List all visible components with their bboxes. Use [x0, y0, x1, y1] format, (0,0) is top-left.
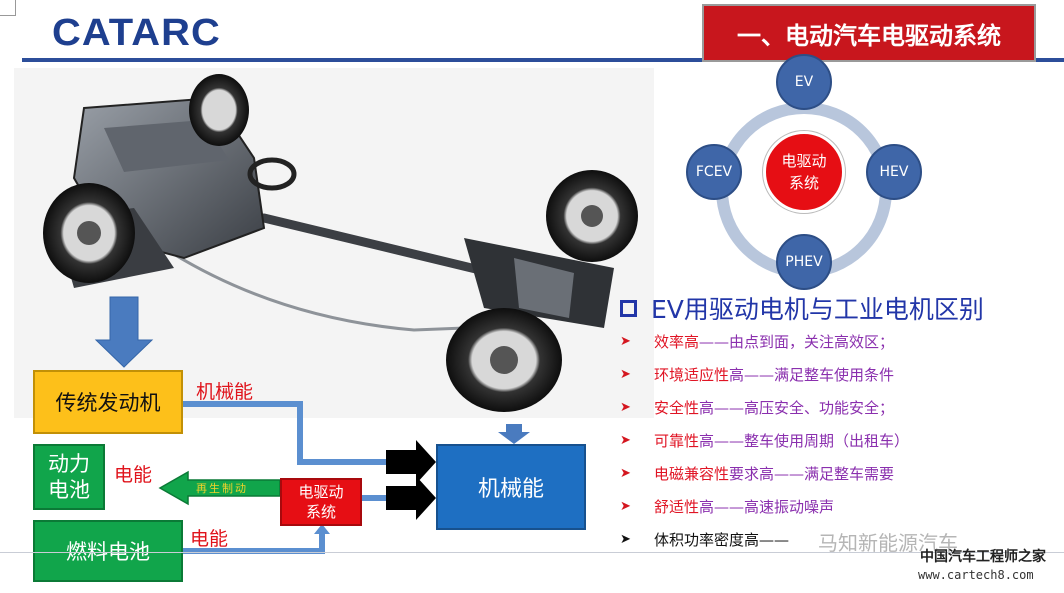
watermark-logo: 中国汽车工程师之家	[920, 549, 1046, 565]
list-item: ➤电磁兼容性要求高——满足整车需要	[620, 465, 895, 483]
black-arrow-lower	[386, 476, 436, 520]
arrow-bullet-icon: ➤	[620, 499, 631, 514]
list-item: ➤效率高——由点到面，关注高效区；	[620, 333, 895, 351]
slide-title: 一、电动汽车电驱动系统	[704, 6, 1034, 60]
engine-box: 传统发动机	[33, 370, 183, 434]
arrow-bullet-icon: ➤	[620, 367, 631, 382]
section-title: EV用驱动电机与工业电机区别	[620, 290, 984, 326]
node-phev: PHEV	[776, 234, 832, 290]
list-item: ➤安全性高——高压安全、功能安全；	[620, 399, 895, 417]
chassis-drawing	[43, 74, 638, 412]
arrow-bullet-icon: ➤	[620, 433, 631, 448]
front-left-wheel	[43, 183, 135, 283]
section-title-text: EV用驱动电机与工业电机区别	[651, 295, 984, 324]
battery-box: 动力 电池	[33, 444, 105, 510]
arrow-bullet-icon: ➤	[620, 400, 631, 415]
arrow-bullet-icon: ➤	[620, 334, 631, 349]
list-item: ➤体积功率密度高——	[620, 531, 790, 549]
down-arrow-to-engine	[94, 296, 154, 368]
watermark-text: 马知新能源汽车	[818, 531, 958, 555]
label-electric-energy-top: 电能	[114, 464, 153, 486]
black-arrow-upper	[386, 440, 436, 484]
steering-wheel	[247, 157, 297, 191]
down-arrow-to-mech-box	[498, 424, 530, 444]
fuel-arrow-head	[314, 524, 330, 534]
front-right-wheel	[189, 74, 249, 146]
rear-right-wheel	[546, 170, 638, 262]
battery-line1: 动力	[48, 452, 90, 476]
drive-line1: 电驱动	[298, 483, 344, 501]
square-bullet-icon	[620, 299, 637, 317]
drive-line2: 系统	[305, 503, 336, 521]
list-item: ➤环境适应性高——满足整车使用条件	[620, 366, 895, 384]
list-item: ➤舒适性高——高速振动噪声	[620, 498, 835, 516]
header-divider	[22, 58, 1064, 62]
arrow-bullet-icon: ➤	[620, 466, 631, 481]
fuel-drive-path	[183, 532, 325, 554]
center-line1: 电驱动	[781, 152, 827, 170]
node-fcev: FCEV	[686, 144, 742, 200]
differential	[514, 258, 574, 318]
watermark-url: www.cartech8.com	[918, 568, 1034, 582]
label-mechanical-energy: 机械能	[196, 381, 254, 403]
corner-crop-mark	[0, 0, 16, 16]
label-electric-energy-bottom: 电能	[190, 528, 229, 550]
list-item: ➤可靠性高——整车使用周期（出租车）	[620, 432, 910, 450]
battery-line2: 电池	[48, 478, 90, 502]
node-electric-drive-system: 电驱动 系统	[763, 131, 845, 213]
rear-left-wheel	[446, 308, 562, 412]
footer-divider	[0, 552, 1064, 553]
regen-arrow	[158, 470, 281, 506]
fuel-cell-box: 燃料电池	[33, 520, 183, 582]
center-line2: 系统	[788, 174, 819, 192]
engine-mech-path	[183, 401, 392, 465]
catarc-logo: CATARC	[52, 12, 221, 54]
node-ev: EV	[776, 54, 832, 110]
brake-line	[163, 246, 515, 332]
mechanical-energy-box: 机械能	[436, 444, 586, 530]
regen-label: 再生制动	[196, 482, 248, 495]
arrow-bullet-icon: ➤	[620, 532, 631, 547]
node-hev: HEV	[866, 144, 922, 200]
bullet-list: ➤效率高——由点到面，关注高效区； ➤环境适应性高——满足整车使用条件 ➤安全性…	[620, 325, 1060, 556]
electric-drive-box: 电驱动 系统	[280, 478, 362, 526]
chassis-illustration	[14, 68, 654, 418]
